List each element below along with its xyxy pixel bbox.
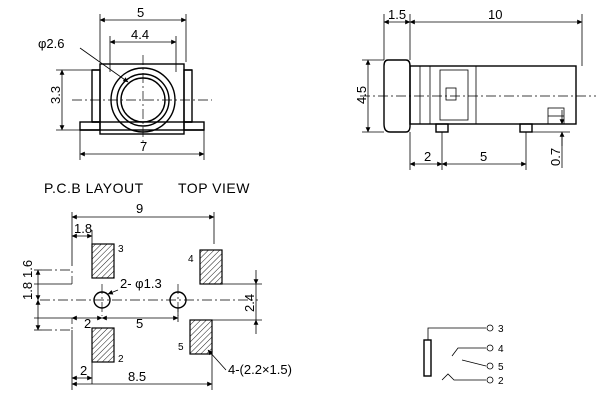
- dim-front-base-width: 7: [140, 139, 147, 154]
- pad-3: [91, 243, 115, 279]
- sleeve-symbol: [423, 339, 432, 377]
- pcb-layout-title: P.C.B LAYOUT: [44, 180, 144, 196]
- dim-pin-pitch: 5: [480, 149, 487, 164]
- jack-schematic: 3 4 5 2: [423, 324, 504, 387]
- pin-2-label: 2: [498, 376, 504, 387]
- jack-side-body: [409, 65, 577, 125]
- jack-flange: [383, 59, 411, 133]
- front-view: 5 4.4 φ2.6 3.3 7: [38, 5, 212, 160]
- dim-side-height: 4.5: [354, 86, 369, 104]
- dim-pin-offset: 2: [424, 149, 431, 164]
- pin-5-terminal: [486, 362, 494, 370]
- dim-right-spacing: 2.4: [242, 294, 257, 312]
- side-view: 1.5 10 4.5 2 5 0.7: [354, 7, 596, 170]
- pad-2-label: 2: [118, 354, 124, 365]
- dim-front-height: 3.3: [48, 86, 63, 104]
- dim-front-inner-width: 4.4: [131, 27, 149, 42]
- pad-4-label: 4: [188, 254, 194, 265]
- dim-body-length: 10: [488, 7, 502, 22]
- dim-hole-offset: 2: [84, 316, 91, 331]
- dim-front-width: 5: [137, 5, 144, 20]
- pin-5-label: 5: [498, 362, 504, 373]
- dim-hole-pitch: 5: [136, 316, 143, 331]
- pcb-layout: P.C.B LAYOUT TOP VIEW 9 1.8 3 4 2 5 2- φ…: [20, 180, 292, 390]
- dim-hole-diameter: 2- φ1.3: [120, 276, 162, 291]
- pad-2: [91, 327, 115, 363]
- dim-overall-width: 9: [136, 201, 143, 216]
- pad-5: [189, 319, 213, 355]
- dim-bore-diameter: φ2.6: [38, 36, 65, 51]
- dim-pad-size: 4-(2.2×1.5): [228, 362, 292, 377]
- pad-5-label: 5: [178, 342, 184, 353]
- dim-pad-offset: 1.8: [74, 221, 92, 236]
- pin-2-terminal: [486, 376, 494, 384]
- pin-4-label: 4: [498, 344, 504, 355]
- dim-vertical-a: 1.8: [20, 282, 35, 300]
- pin-3-terminal: [486, 324, 494, 332]
- dim-flange-length: 1.5: [388, 7, 406, 22]
- dim-vertical-b: 1.6: [20, 260, 35, 278]
- top-view-label: TOP VIEW: [178, 180, 250, 196]
- dim-bottom-offset: 2: [80, 363, 87, 378]
- pin-3-label: 3: [498, 324, 504, 335]
- pad-3-label: 3: [118, 244, 124, 255]
- dim-standoff: 0.7: [548, 148, 563, 166]
- pad-4: [199, 249, 223, 285]
- pin-4-terminal: [486, 344, 494, 352]
- dim-bottom-width: 8.5: [128, 369, 146, 384]
